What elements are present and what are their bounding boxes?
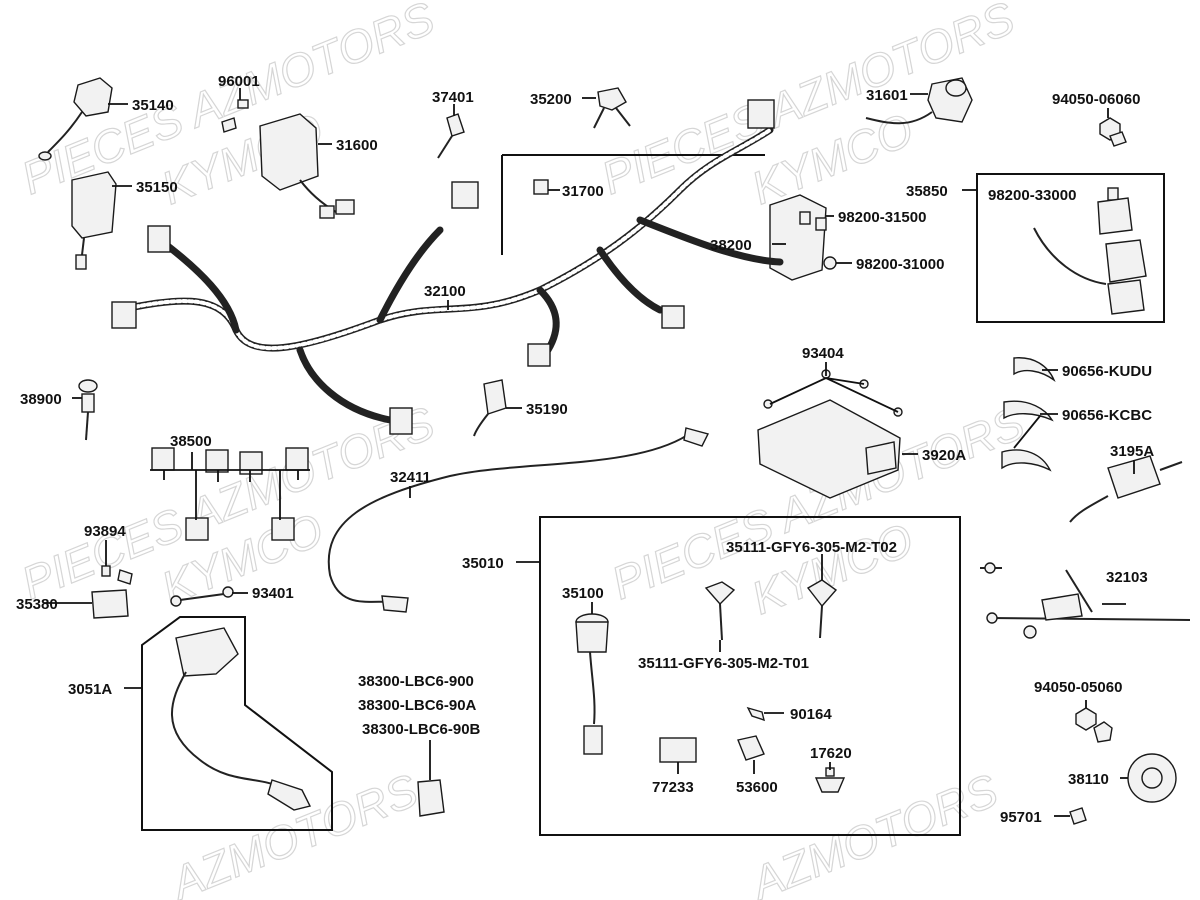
handlebar-switch-part bbox=[38, 77, 113, 161]
part-label-94050-05060: 94050-05060 bbox=[1034, 679, 1122, 696]
ignition-lock-part bbox=[575, 613, 609, 755]
part-label-32411: 32411 bbox=[390, 469, 431, 486]
fuse-box-part bbox=[769, 194, 837, 281]
part-label-17620: 17620 bbox=[810, 745, 852, 762]
sensor-block-part bbox=[91, 589, 129, 619]
part-label-35190: 35190 bbox=[526, 401, 568, 418]
key-blank-part bbox=[704, 581, 736, 641]
part-label-38300-lbc6-90a: 38300-LBC6-90A bbox=[358, 697, 477, 714]
part-label-3051a: 3051A bbox=[68, 681, 112, 698]
starter-relay-part bbox=[1033, 187, 1147, 315]
control-unit-part bbox=[1069, 455, 1183, 523]
part-label-35100: 35100 bbox=[562, 585, 604, 602]
part-label-90164: 90164 bbox=[790, 706, 832, 723]
relay-set-part bbox=[151, 447, 309, 541]
key-blank-part bbox=[806, 579, 838, 639]
main-wiring-harness-part bbox=[111, 99, 784, 435]
part-label-3195a: 3195A bbox=[1110, 443, 1154, 460]
part-label-90656-kudu: 90656-KUDU bbox=[1062, 363, 1152, 380]
part-label-35200: 35200 bbox=[530, 91, 572, 108]
part-label-38900: 38900 bbox=[20, 391, 62, 408]
clip-part bbox=[746, 706, 765, 722]
part-label-35111-t01: 35111-GFY6-305-M2-T01 bbox=[638, 655, 809, 672]
sub-harness-part bbox=[980, 562, 1191, 639]
part-label-38110: 38110 bbox=[1068, 771, 1109, 788]
collar-part bbox=[659, 737, 697, 763]
bulb-part bbox=[417, 779, 445, 817]
mount-screw-part bbox=[170, 586, 234, 607]
part-number-labels: 35140 96001 37401 35200 31601 94050-0606… bbox=[16, 73, 1154, 826]
part-label-98200-31000: 98200-31000 bbox=[856, 256, 944, 273]
part-label-98200-33000: 98200-33000 bbox=[988, 187, 1076, 204]
part-label-77233: 77233 bbox=[652, 779, 694, 796]
starter-relay-group-frame bbox=[976, 173, 1165, 323]
relay-part bbox=[533, 179, 549, 195]
part-label-32103: 32103 bbox=[1106, 569, 1148, 586]
part-label-93401: 93401 bbox=[252, 585, 294, 602]
switch-housing-part bbox=[71, 171, 117, 270]
holder-part bbox=[737, 735, 765, 761]
cable-bands-part bbox=[1001, 357, 1056, 472]
part-label-94050-06060: 94050-06060 bbox=[1052, 91, 1140, 108]
part-label-93404: 93404 bbox=[802, 345, 844, 362]
part-label-35010: 35010 bbox=[462, 555, 504, 572]
part-label-95701: 95701 bbox=[1000, 809, 1042, 826]
ignition-coil-part bbox=[171, 627, 312, 811]
nut-pair-part bbox=[1075, 707, 1113, 743]
part-label-35111-t02: 35111-GFY6-305-M2-T02 bbox=[726, 539, 897, 556]
horn-part bbox=[1127, 753, 1177, 803]
ignition-coil-group-frame bbox=[141, 616, 333, 831]
part-label-31700: 31700 bbox=[562, 183, 604, 200]
watermark-text: AZMOTORS bbox=[741, 764, 1004, 900]
part-label-96001: 96001 bbox=[218, 73, 260, 90]
battery-cable-part bbox=[327, 427, 710, 613]
part-label-3920a: 3920A bbox=[922, 447, 966, 464]
nut-part bbox=[1099, 117, 1127, 147]
watermark-text: AZMOTORS bbox=[161, 764, 424, 900]
ignition-switch-part bbox=[865, 77, 973, 125]
part-label-53600: 53600 bbox=[736, 779, 778, 796]
part-label-31600: 31600 bbox=[336, 137, 378, 154]
part-label-38300-lbc6-90b: 38300-LBC6-90B bbox=[362, 721, 481, 738]
regulator-part bbox=[259, 113, 355, 219]
bolt-part bbox=[221, 99, 249, 133]
temperature-sensor-part bbox=[78, 379, 98, 441]
part-label-38300-lbc6-900: 38300-LBC6-900 bbox=[358, 673, 474, 690]
tilt-sensor-part bbox=[473, 379, 507, 437]
ecu-part bbox=[757, 399, 901, 499]
part-label-37401: 37401 bbox=[432, 89, 474, 106]
part-label-35850: 35850 bbox=[906, 183, 948, 200]
part-label-35150: 35150 bbox=[136, 179, 178, 196]
valve-part bbox=[814, 767, 846, 793]
part-label-35140: 35140 bbox=[132, 97, 174, 114]
part-label-31601: 31601 bbox=[866, 87, 908, 104]
brake-switch-part bbox=[593, 87, 631, 129]
part-label-38200: 38200 bbox=[710, 237, 752, 254]
part-label-35380: 35380 bbox=[16, 596, 58, 613]
part-label-90656-kcbc: 90656-KCBC bbox=[1062, 407, 1152, 424]
key-set-group-frame bbox=[539, 516, 961, 836]
part-label-38500: 38500 bbox=[170, 433, 212, 450]
horn-bolt-part bbox=[1069, 807, 1087, 825]
part-label-93894: 93894 bbox=[84, 523, 126, 540]
part-label-98200-31500: 98200-31500 bbox=[838, 209, 926, 226]
part-label-32100: 32100 bbox=[424, 283, 466, 300]
sensor-part bbox=[437, 113, 465, 159]
leader-lines bbox=[44, 88, 1135, 817]
